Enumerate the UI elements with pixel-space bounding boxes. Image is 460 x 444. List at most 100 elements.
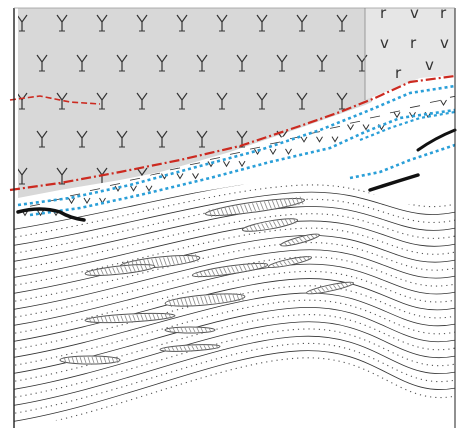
volcanic-symbol — [116, 130, 128, 148]
tuff-dash — [329, 126, 341, 129]
volcanic-symbol — [276, 54, 288, 72]
tuff-dash — [389, 110, 401, 114]
volcanic-symbol — [96, 92, 108, 110]
lamination-line — [14, 350, 455, 423]
volcanic-symbol: v — [440, 34, 449, 52]
sediment-lens — [191, 262, 269, 278]
red-contact-upper — [9, 95, 101, 105]
tuff-dash — [29, 203, 41, 207]
tuff-symbol — [347, 124, 354, 131]
volcanic-symbol — [18, 92, 28, 110]
lamination-dotted — [14, 242, 455, 303]
tuff-dash — [169, 167, 181, 171]
tuff-symbol — [269, 148, 277, 155]
sediment-lens — [159, 344, 221, 352]
blue-contact-upper — [17, 84, 456, 207]
tuff-symbol — [393, 112, 401, 119]
tuff-dash — [249, 146, 261, 150]
right-volcanic-unit — [365, 8, 455, 100]
volcanic-symbol — [18, 167, 28, 185]
volcanic-symbol — [316, 54, 328, 72]
dark-streaks — [16, 128, 457, 222]
tuff-symbol — [440, 99, 447, 107]
tuff-symbol — [238, 160, 246, 168]
red-contact — [9, 74, 456, 192]
volcanic-symbol — [296, 92, 308, 110]
sediment-lens — [84, 312, 176, 324]
volcanic-symbol — [216, 92, 228, 110]
volcanic-symbol: r — [410, 34, 417, 52]
volcanic-symbol — [18, 14, 28, 32]
tuff-dash — [109, 183, 121, 186]
tuff-dash — [149, 172, 161, 176]
tuff-dash — [129, 177, 141, 181]
tuff-dash — [369, 115, 381, 119]
volcanic-symbol — [36, 130, 48, 148]
tuff-symbol — [176, 173, 184, 180]
lamination-line — [14, 249, 455, 311]
tuff-symbol — [130, 185, 137, 192]
volcanic-symbol — [36, 54, 48, 72]
tuff-symbol — [192, 173, 199, 180]
sediment-lens — [306, 281, 354, 295]
tuff-dash — [189, 162, 201, 166]
lamination-line — [14, 206, 455, 263]
dark-streak-edge — [416, 128, 457, 152]
tuff-dash — [349, 120, 361, 124]
tuff-dash — [269, 141, 281, 145]
sediment-laminations — [14, 180, 455, 425]
lamination-line — [14, 321, 455, 391]
volcanic-symbol — [156, 54, 168, 72]
tuff-symbol — [83, 197, 91, 205]
unit-contacts — [9, 74, 456, 217]
sediment-lens — [84, 263, 156, 277]
volcanic-symbol: r — [395, 64, 402, 82]
sediment-lens — [241, 217, 299, 232]
upper-volcanic-unit — [18, 8, 372, 198]
tuff-dash — [229, 151, 241, 155]
lamination-dotted — [14, 256, 455, 319]
volcanic-symbol — [176, 14, 188, 32]
volcanic-symbol — [336, 14, 348, 32]
tuff-symbol — [223, 161, 230, 168]
diagram-frame — [13, 7, 456, 428]
volcanic-symbol — [76, 54, 88, 72]
blue-contact-right — [349, 143, 456, 180]
lamination-line — [14, 191, 455, 247]
lamination-line — [14, 307, 455, 375]
tuff-dash — [69, 193, 81, 197]
volcanic-symbol — [196, 130, 208, 148]
volcanic-symbol — [336, 92, 348, 110]
lamination-dotted — [14, 213, 455, 271]
tuff-symbol — [362, 124, 370, 131]
lamination-dotted — [14, 184, 455, 239]
volcanic-symbol — [296, 14, 308, 32]
lamination-dotted — [14, 357, 455, 425]
volcanic-symbol — [156, 130, 168, 148]
sediment-lens — [164, 292, 246, 308]
blue-contact-right-upper — [359, 110, 456, 142]
volcanic-symbol — [176, 92, 188, 110]
volcanic-symbol — [196, 54, 208, 72]
tuffaceous-sandstone-band — [18, 78, 455, 225]
dark-streak-left — [16, 207, 86, 222]
lamination-line — [14, 335, 455, 407]
volcanic-symbol — [216, 14, 228, 32]
sediment-lens — [59, 355, 121, 365]
tuff-dash — [209, 157, 221, 160]
volcanic-symbol: v — [425, 56, 434, 74]
tuff-dash — [89, 188, 101, 192]
volcanic-symbol: r — [380, 4, 387, 22]
volcanic-symbol — [136, 92, 148, 110]
sediment-lens — [204, 196, 306, 218]
lamination-line — [14, 292, 455, 359]
volcanic-symbol — [256, 14, 268, 32]
volcanic-symbol: v — [410, 4, 419, 22]
volcanic-symbol: r — [440, 4, 447, 22]
sediment-lens — [267, 256, 313, 268]
tuff-symbol — [316, 136, 323, 143]
volcanic-symbol — [56, 92, 68, 110]
volcanic-symbol — [256, 92, 268, 110]
volcanic-symbol — [116, 54, 128, 72]
